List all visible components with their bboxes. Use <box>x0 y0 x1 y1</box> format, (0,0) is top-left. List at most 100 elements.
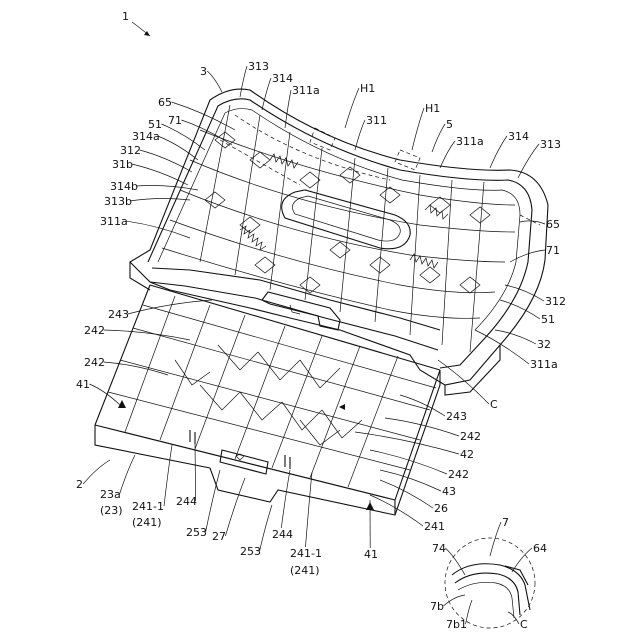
label-l-311a-br: 311a <box>530 358 558 371</box>
leader-l-43 <box>380 470 441 491</box>
label-l-3: 3 <box>200 65 207 78</box>
label-l-242-d: 242 <box>448 468 469 481</box>
label-l-26: 26 <box>434 502 448 515</box>
label-l-243-l: 243 <box>108 308 129 321</box>
leader-l-244-a <box>195 440 196 501</box>
label-l-241-a: (241) <box>132 516 162 529</box>
leader-l-42 <box>355 432 459 454</box>
leader-l-3 <box>207 71 222 92</box>
leader-l-41-l <box>89 384 120 405</box>
label-l-5: 5 <box>446 118 453 131</box>
label-l-242-c: 242 <box>460 430 481 443</box>
label-l-314a: 314a <box>132 130 160 143</box>
label-l-41-b: 41 <box>364 548 378 561</box>
upper-frame <box>130 89 548 395</box>
label-l-242-a: 242 <box>84 324 105 337</box>
label-l-312-r: 312 <box>545 295 566 308</box>
label-main-ref: 1 <box>122 10 129 23</box>
leader-l-313-tl <box>240 66 247 97</box>
label-l-241-1-b: 241-1 <box>290 547 322 560</box>
leader-l-314b <box>136 186 198 191</box>
label-l-32: 32 <box>537 338 551 351</box>
label-l-64: 64 <box>533 542 547 555</box>
label-l-314-tl: 314 <box>272 72 293 85</box>
label-l-23a: 23a <box>100 488 121 501</box>
label-l-242-b: 242 <box>84 356 105 369</box>
leader-l-243-l <box>128 300 212 314</box>
leader-l-2 <box>83 460 110 484</box>
leader-l-74 <box>445 548 465 575</box>
detail-circle <box>445 538 535 628</box>
label-l-313-tl: 313 <box>248 60 269 73</box>
reference-main: 1 <box>122 10 150 36</box>
leader-l-311a-r <box>440 141 455 168</box>
leader-l-7 <box>490 522 501 556</box>
label-l-241: 241 <box>424 520 445 533</box>
label-l-253-a: 253 <box>186 526 207 539</box>
label-l-241-1-a: 241-1 <box>132 500 164 513</box>
label-l-244-b: 244 <box>272 528 293 541</box>
label-l-7b: 7b <box>430 600 444 613</box>
label-l-311a-top: 311a <box>292 84 320 97</box>
label-l-314-r: 314 <box>508 130 529 143</box>
leader-l-314-tl <box>262 78 271 110</box>
label-l-65-tl: 65 <box>158 96 172 109</box>
leader-l-31b <box>132 164 188 185</box>
label-l-7: 7 <box>502 516 509 529</box>
leader-l-32 <box>495 330 536 344</box>
leader-l-253-a <box>206 470 220 532</box>
leader-l-311 <box>355 120 365 150</box>
label-l-253-b: 253 <box>240 545 261 558</box>
label-l-C-a: C <box>490 398 498 411</box>
leader-l-7b <box>443 595 465 606</box>
leader-l-313b <box>130 198 190 201</box>
label-l-74: 74 <box>432 542 446 555</box>
label-l-313-r: 313 <box>540 138 561 151</box>
label-l-43: 43 <box>442 485 456 498</box>
label-l-71-tl: 71 <box>168 114 182 127</box>
label-l-51-r: 51 <box>541 313 555 326</box>
leader-l-314a <box>158 136 198 160</box>
leader-l-5 <box>432 124 445 152</box>
label-l-241-b: (241) <box>290 564 320 577</box>
label-l-H1-a: H1 <box>360 82 375 95</box>
label-l-41-l: 41 <box>76 378 90 391</box>
label-l-71-r: 71 <box>546 244 560 257</box>
label-l-244-a: 244 <box>176 495 197 508</box>
label-l-23: (23) <box>100 504 123 517</box>
leader-l-253-b <box>260 505 272 551</box>
leader-l-313-r <box>518 144 539 178</box>
leader-l-244-b <box>281 470 290 528</box>
label-l-312-tl: 312 <box>120 144 141 157</box>
label-l-42: 42 <box>460 448 474 461</box>
label-l-7b1: 7b1 <box>446 618 467 631</box>
label-l-H1-b: H1 <box>425 102 440 115</box>
label-l-311: 311 <box>366 114 387 127</box>
leader-l-65-r <box>520 221 545 224</box>
reference-labels: 3313314311aH1H15311311a314313657151314a3… <box>76 60 566 631</box>
leader-l-23a <box>120 455 135 494</box>
label-l-31b: 31b <box>112 158 133 171</box>
label-l-313b: 313b <box>104 195 132 208</box>
leader-l-H1-a <box>345 88 359 128</box>
label-l-27: 27 <box>212 530 226 543</box>
label-l-311a-l: 311a <box>100 215 128 228</box>
label-l-2: 2 <box>76 478 83 491</box>
leader-l-71-r <box>510 250 545 262</box>
leader-l-27 <box>225 478 245 536</box>
leader-l-311a-br <box>475 330 529 364</box>
leader-l-243-r <box>400 395 445 416</box>
leader-l-311a-top <box>285 90 291 128</box>
label-l-65-r: 65 <box>546 218 560 231</box>
leader-l-241-1-b <box>306 472 313 547</box>
label-l-314b: 314b <box>110 180 138 193</box>
leader-l-51-r <box>500 300 540 319</box>
leader-l-241-1-a <box>164 445 172 506</box>
lower-tray <box>95 285 440 515</box>
label-l-311a-r: 311a <box>456 135 484 148</box>
leader-l-312-tl <box>140 150 192 172</box>
leader-l-H1-b <box>412 108 424 150</box>
label-l-243-r: 243 <box>446 410 467 423</box>
leader-l-314-r <box>490 136 507 168</box>
